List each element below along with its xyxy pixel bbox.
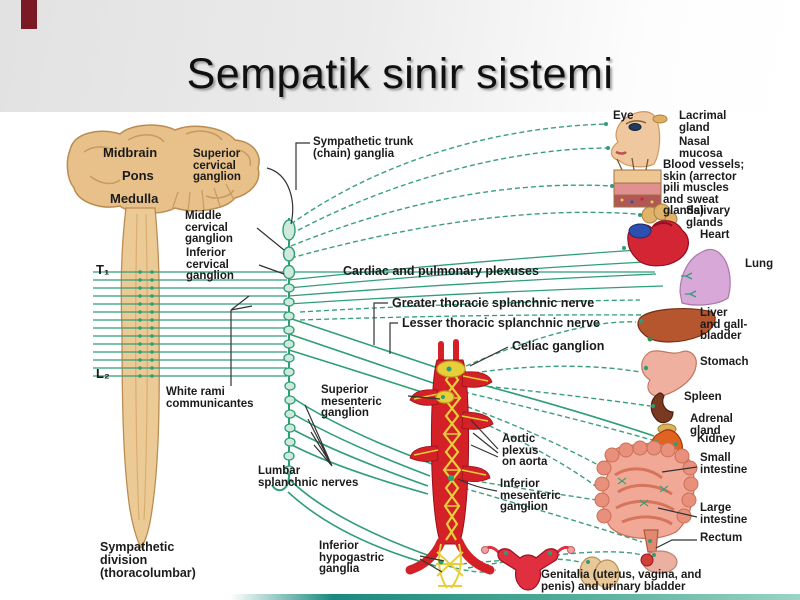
label-greater-splanchnic-nerve: Greater thoracic splanchnic nerve: [392, 296, 595, 310]
label-white-rami: White rami communicantes: [166, 386, 254, 410]
label-lacrimal-gland: Lacrimal gland: [679, 110, 727, 134]
label-medulla: Medulla: [110, 191, 159, 206]
genital-organ-illustration: [640, 550, 678, 574]
skin-illustration: [610, 157, 662, 208]
label-adrenal-gland: Adrenal gland: [690, 413, 733, 437]
label-superior-mesenteric-ganglion: Superior mesenteric ganglion: [321, 384, 382, 419]
label-heart: Heart: [700, 229, 730, 241]
label-t1: T₁: [96, 262, 110, 277]
uterus-illustration: [481, 545, 575, 591]
hypogastric-plexus-web: [436, 543, 464, 589]
label-inferior-cervical-ganglion: Inferior cervical ganglion: [186, 247, 234, 282]
label-pons: Pons: [122, 168, 154, 183]
label-genitalia: Genitalia (uterus, vagina, and penis) an…: [541, 569, 702, 593]
bottom-accent-strip: [230, 594, 800, 600]
spinal-nerve-lines: [93, 270, 655, 378]
label-middle-cervical-ganglion: Middle cervical ganglion: [185, 210, 233, 245]
pointer-lines: [230, 142, 698, 573]
label-sympathetic-trunk: Sympathetic trunk (chain) ganglia: [313, 136, 414, 160]
label-liver: Liver and gall- bladder: [700, 307, 748, 342]
intestines-illustration: [594, 440, 699, 553]
label-blood-vessels-skin: Blood vessels; skin (arrector pili muscl…: [663, 159, 745, 217]
label-lung: Lung: [745, 258, 774, 270]
heart-illustration: [622, 220, 689, 267]
label-superior-cervical-ganglion: Superior cervical ganglion: [193, 148, 241, 183]
label-nasal-mucosa: Nasal mucosa: [679, 136, 723, 160]
label-inferior-hypogastric-ganglia: Inferior hypogastric ganglia: [319, 540, 385, 575]
slide-title: Sempatik sinir sistemi: [186, 50, 614, 98]
sympathetic-chain: [271, 218, 296, 492]
label-inferior-mesenteric-ganglion: Inferior mesenteric ganglion: [500, 478, 561, 513]
inferior-mesenteric-ganglion-illustration: [448, 475, 454, 481]
lung-illustration: [679, 248, 731, 306]
label-celiac-ganglion: Celiac ganglion: [512, 339, 605, 353]
scrotum-illustration: [579, 556, 620, 589]
label-sympathetic-division: Sympathetic division (thoracolumbar): [100, 540, 196, 580]
head-nerve-curves: [290, 123, 637, 259]
label-eye: Eye: [613, 110, 634, 122]
aorta-illustration: [405, 339, 495, 589]
label-aortic-plexus: Aortic plexus on aorta: [502, 433, 548, 468]
stomach-illustration: [641, 350, 697, 397]
label-salivary-glands: Salivary glands: [686, 205, 731, 229]
label-lesser-splanchnic-nerve: Lesser thoracic splanchnic nerve: [402, 316, 601, 330]
label-lumbar-splanchnic: Lumbar splanchnic nerves: [258, 465, 359, 489]
splanchnic-nerves: [287, 317, 655, 567]
label-stomach: Stomach: [700, 356, 749, 368]
label-l2: L₂: [96, 366, 110, 381]
label-large-intestine: Large intestine: [700, 502, 748, 526]
spleen-illustration: [650, 392, 674, 424]
face-illustration: [604, 111, 668, 168]
liver-illustration: [637, 308, 716, 343]
label-rectum: Rectum: [700, 532, 743, 544]
label-spleen: Spleen: [684, 391, 722, 403]
title-band: [0, 0, 800, 112]
label-small-intestine: Small intestine: [700, 452, 748, 476]
cardiac-pulmonary-nerves: [287, 249, 664, 321]
label-midbrain: Midbrain: [103, 145, 158, 160]
slide-accent-bar: [21, 0, 37, 29]
label-kidney: Kidney: [697, 433, 736, 445]
brainstem-illustration: [66, 124, 260, 550]
label-cardiac-pulmonary-plexuses: Cardiac and pulmonary plexuses: [343, 264, 539, 278]
